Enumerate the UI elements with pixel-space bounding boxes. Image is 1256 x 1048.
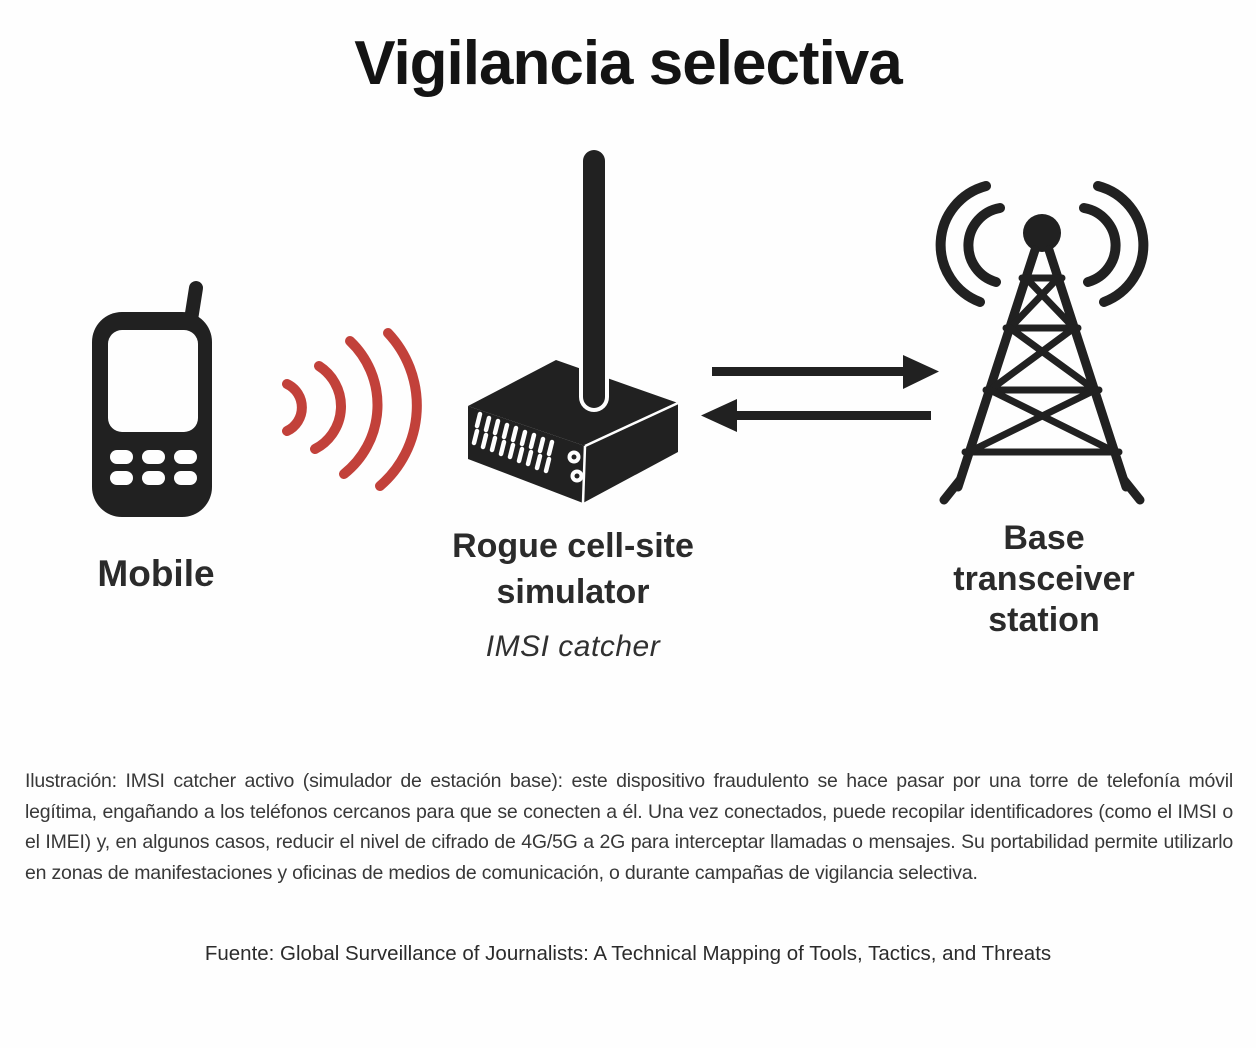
- caption-text: Ilustración: IMSI catcher activo (simula…: [25, 770, 1233, 884]
- simulator-label-line2: simulator: [496, 573, 650, 611]
- simulator-label-line1: Rogue cell-site: [452, 527, 694, 565]
- base-station-label-line2: transceiver: [953, 560, 1135, 598]
- simulator-sublabel: IMSI catcher: [485, 630, 661, 663]
- base-station-label: Base transceiver station: [929, 518, 1159, 641]
- mobile-phone-icon: [92, 281, 212, 517]
- arrow-left-icon: [701, 399, 931, 432]
- source-attribution: Fuente: Global Surveillance of Journalis…: [204, 942, 1052, 965]
- simulator-label: Rogue cell-site simulator IMSI catcher: [423, 523, 723, 670]
- cell-tower-icon: [935, 181, 1149, 505]
- imsi-catcher-device-icon: [468, 150, 679, 504]
- signal-waves-icon: [282, 328, 422, 491]
- base-station-label-line1: Base: [1003, 519, 1085, 557]
- arrow-right-icon: [701, 355, 939, 432]
- page-title: Vigilancia selectiva: [354, 29, 903, 98]
- mobile-label: Mobile: [97, 553, 215, 594]
- base-station-label-line3: station: [988, 601, 1100, 639]
